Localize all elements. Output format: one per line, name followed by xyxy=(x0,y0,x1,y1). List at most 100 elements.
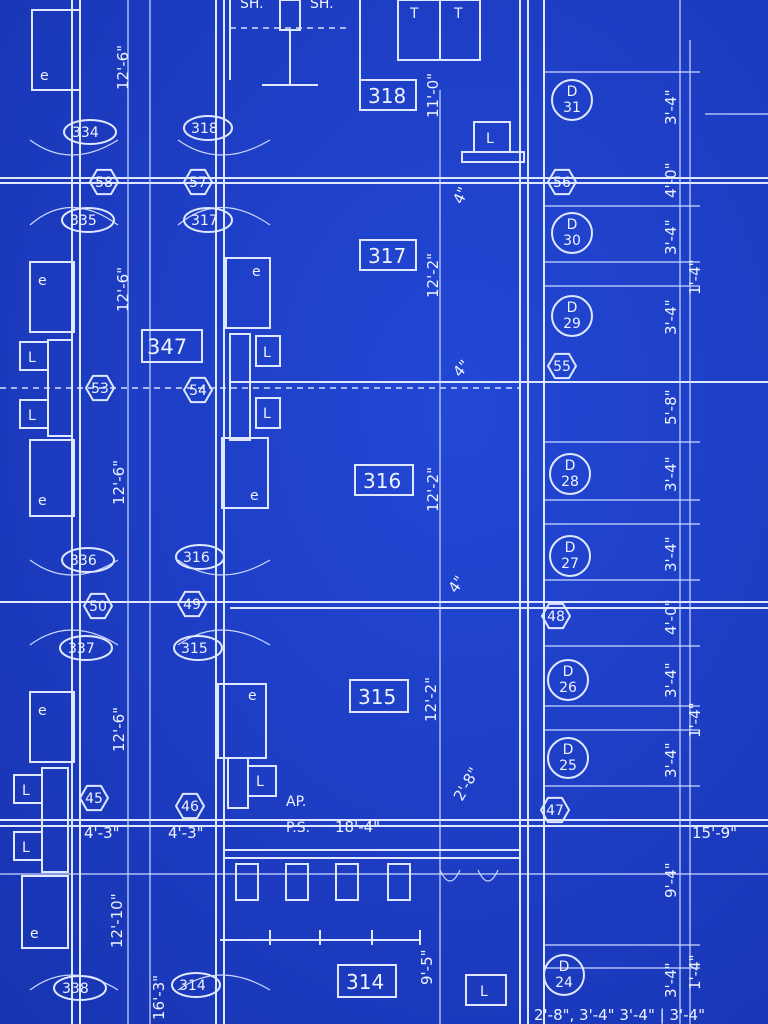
dimension-label: 4" xyxy=(445,572,469,596)
column-tag: 58 xyxy=(95,175,113,191)
column-tag: 47 xyxy=(546,803,564,819)
dimension-label: 4" xyxy=(449,356,473,380)
d-mark-number: 29 xyxy=(563,316,581,332)
d-mark-circle xyxy=(551,295,593,337)
room-tags: 318 317 316 315 314 347 xyxy=(141,79,417,998)
dimension-label: 3'-4" xyxy=(662,89,680,125)
column-hexagon xyxy=(182,168,214,196)
column-tag: 53 xyxy=(91,381,109,397)
dimension-label: 4" xyxy=(449,184,472,207)
column-tag: 48 xyxy=(547,609,565,625)
fixture-sh-label: SH. xyxy=(310,0,334,12)
fixture-t-label: T xyxy=(453,6,463,22)
dimension-label: 4'-0" xyxy=(662,162,680,198)
column-tag: 46 xyxy=(181,799,199,815)
column-hexagon xyxy=(539,796,571,824)
dimension-label: 4'-3" xyxy=(84,824,120,842)
dimension-label: 1'-4" xyxy=(686,702,704,738)
fixture-t-label: T xyxy=(409,6,419,22)
dimension-label: 3'-4" xyxy=(662,219,680,255)
d-mark-number: 30 xyxy=(563,233,581,249)
d-mark-circle xyxy=(549,535,591,577)
d-mark-letter: D xyxy=(565,458,576,474)
column-tag: 57 xyxy=(189,175,207,191)
d-mark-letter: D xyxy=(567,84,578,100)
dimension-label: 12'-2" xyxy=(424,253,442,298)
fixture-e-label: e xyxy=(30,926,39,942)
column-tag: 45 xyxy=(85,791,103,807)
dimension-label: 12'-6" xyxy=(110,707,128,752)
pipe-space-label: P.S. xyxy=(286,820,310,836)
column-tag: 55 xyxy=(553,359,571,375)
room-tag: 347 xyxy=(147,335,187,359)
dimension-label: 3'-4" xyxy=(662,456,680,492)
door-tag: 338 xyxy=(62,981,89,997)
dimension-label: 9'-4" xyxy=(662,862,680,898)
dimension-label: 12'-2" xyxy=(424,467,442,512)
fixture-l-label: L xyxy=(28,350,36,366)
door-tags: 334 318 335 317 336 316 337 315 338 314 xyxy=(53,115,233,1001)
dimension-label: 11'-0" xyxy=(424,73,442,118)
column-hexagon xyxy=(78,784,110,812)
fixture-l-label: L xyxy=(256,774,264,790)
door-tag: 334 xyxy=(72,125,99,141)
fixture-e-label: e xyxy=(250,488,259,504)
dimension-label: 12'-2" xyxy=(422,677,440,722)
dimension-label: 3'-4" xyxy=(662,662,680,698)
dimension-label: 12'-6" xyxy=(114,45,132,90)
dimension-label: 4'-3" xyxy=(168,824,204,842)
d-mark-number: 26 xyxy=(559,680,577,696)
fixture-l-label: L xyxy=(480,984,488,1000)
dimension-label: 18'-4" xyxy=(335,818,380,836)
d-mark-circle xyxy=(549,453,591,495)
column-hexagon xyxy=(174,792,206,820)
dimension-label: 1'-4" xyxy=(686,954,704,990)
dimension-label: 2'-8", 3'-4" 3'-4" | 3'-4" xyxy=(534,1006,705,1024)
d-mark-number: 28 xyxy=(561,474,579,490)
door-tag: 316 xyxy=(183,550,210,566)
fixture-l-label: L xyxy=(263,345,271,361)
column-tag: 56 xyxy=(553,175,571,191)
column-tag: 54 xyxy=(189,383,207,399)
fixture-l-label: L xyxy=(22,840,30,856)
door-tag: 315 xyxy=(181,641,208,657)
dimension-label: 2'-8" xyxy=(450,764,483,804)
fixture-sh-label: SH. xyxy=(240,0,264,12)
fixtures xyxy=(13,9,525,1006)
dimension-label: 12'-6" xyxy=(114,267,132,312)
dimension-label: 12'-6" xyxy=(110,460,128,505)
column-hexagon xyxy=(88,168,120,196)
d-mark-number: 24 xyxy=(555,975,573,991)
walls xyxy=(71,0,691,1024)
dimension-label: 1'-4" xyxy=(686,259,704,295)
room-tag: 318 xyxy=(368,84,406,108)
fixture-l-label: L xyxy=(486,131,494,147)
door-tag: 336 xyxy=(70,553,97,569)
d-mark-circle xyxy=(547,659,589,701)
dimension-label: 3'-4" xyxy=(662,536,680,572)
dimension-label: 3'-4" xyxy=(662,962,680,998)
fixture-e-label: e xyxy=(38,273,47,289)
door-tag: 335 xyxy=(70,213,97,229)
fixture-l-label: L xyxy=(28,408,36,424)
room-tag: 314 xyxy=(346,970,384,994)
d-mark-number: 25 xyxy=(559,758,577,774)
room-tag: 316 xyxy=(363,469,401,493)
column-hexagon xyxy=(540,602,572,630)
fixture-e-label: e xyxy=(252,264,261,280)
column-hexagon xyxy=(182,376,214,404)
dimension-label: 4'-0" xyxy=(662,599,680,635)
dimension-label: 15'-9" xyxy=(692,824,737,842)
dimension-label: 3'-4" xyxy=(662,742,680,778)
d-mark-letter: D xyxy=(567,217,578,233)
d-mark-letter: D xyxy=(563,664,574,680)
d-mark-letter: D xyxy=(565,540,576,556)
d-mark-number: 27 xyxy=(561,556,579,572)
fixture-e-label: e xyxy=(40,68,49,84)
fixture-l-label: L xyxy=(22,783,30,799)
fixture-e-label: e xyxy=(38,493,47,509)
